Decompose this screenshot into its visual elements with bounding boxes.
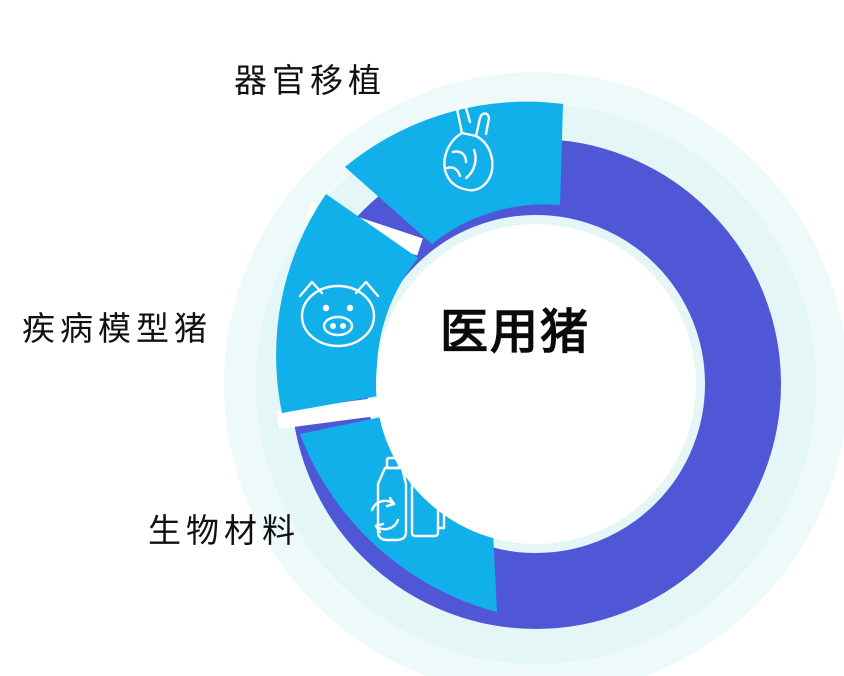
center-disk <box>376 224 696 544</box>
segment-biomaterial[interactable] <box>300 416 497 612</box>
label-disease-model-pig: 疾病模型猪 <box>22 309 212 348</box>
label-organ-transplant: 器官移植 <box>234 61 386 100</box>
label-biomaterial: 生物材料 <box>148 511 300 550</box>
bottle-recycle-icon <box>370 456 446 542</box>
segment-disease-model[interactable] <box>276 194 418 413</box>
center-title: 医用猪 <box>440 304 591 360</box>
pig-face-icon <box>298 280 380 348</box>
segment-organ-transplant[interactable] <box>345 101 563 244</box>
heart-icon <box>443 105 494 192</box>
